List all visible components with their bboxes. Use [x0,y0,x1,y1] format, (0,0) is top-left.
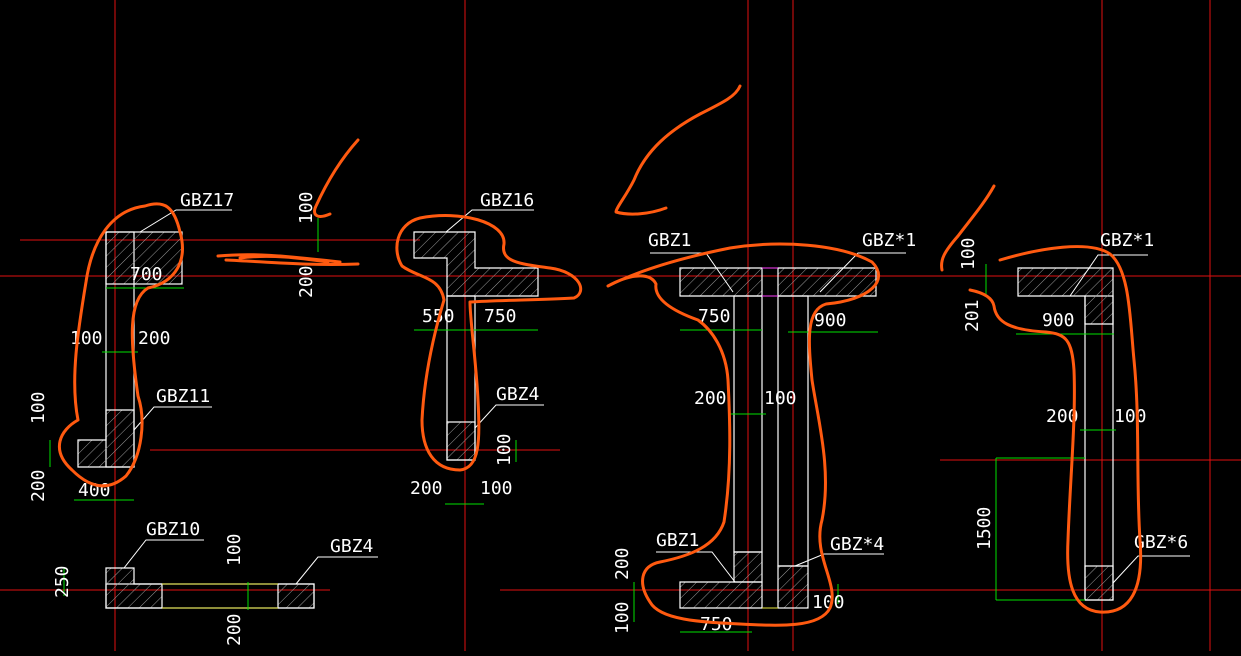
dim-900-a: 900 [814,310,847,331]
dim-100-i: 100 [958,237,979,270]
wall-group-center [633,252,906,633]
label-gbz-star1-right[interactable]: GBZ*1 [1100,230,1154,251]
gbz-star1-right-section[interactable] [1017,267,1114,325]
dim-100-b: 100 [28,391,49,424]
dim-100-a: 100 [70,328,103,349]
orange-markup [58,84,1143,627]
label-gbz17[interactable]: GBZ17 [180,190,234,211]
dim-100-f: 100 [764,388,797,409]
label-gbz10[interactable]: GBZ10 [146,519,200,540]
label-gbz16[interactable]: GBZ16 [480,190,534,211]
gbz1-top-section[interactable] [679,267,763,297]
dim-100-g: 100 [612,601,633,634]
markup-stroke-2 [614,84,742,216]
dim-100-e: 100 [494,433,515,466]
gbz10-section[interactable] [105,567,163,609]
markup-scribble-left [216,253,360,267]
gbz1-bottom-section[interactable] [679,581,763,609]
dim-200-b: 200 [28,469,49,502]
dim-200-d: 200 [410,478,443,499]
label-gbz4-mid[interactable]: GBZ4 [496,384,539,405]
dim-100-j: 100 [1114,406,1147,427]
dim-750-c: 750 [700,614,733,635]
gbz11-section[interactable] [77,409,135,468]
gbz4-mid-section[interactable] [446,421,476,461]
label-gbz1-bottom[interactable]: GBZ1 [656,530,699,551]
label-gbz11[interactable]: GBZ11 [156,386,210,407]
label-gbz1-top[interactable]: GBZ1 [648,230,691,251]
gbz-star4-section[interactable] [777,565,809,609]
dim-200-e: 200 [694,388,727,409]
wall-group-middle [317,209,544,505]
dim-100-d: 100 [480,478,513,499]
label-gbz4-bottom[interactable]: GBZ4 [330,536,373,557]
dim-700: 700 [130,264,163,285]
dim-200-f: 200 [612,547,633,580]
label-gbz-star1-mid[interactable]: GBZ*1 [862,230,916,251]
label-gbz-star6[interactable]: GBZ*6 [1134,532,1188,553]
gbz16-section[interactable] [413,231,539,297]
gbz4-bottom-section[interactable] [277,583,315,609]
gbz-star6-section[interactable] [1084,565,1114,601]
dim-750-a: 750 [484,306,517,327]
wall-group-right [985,254,1190,601]
gbz-star1-mid-section[interactable] [777,267,877,297]
markup-outline-center [606,242,880,627]
dim-200-g: 200 [1046,406,1079,427]
dim-200-a: 200 [138,328,171,349]
dim-201: 201 [962,299,983,332]
markup-stroke-1 [313,138,360,218]
dim-900-b: 900 [1042,310,1075,331]
dimension-texts: 700 100 200 100 200 400 250 100 200 100 … [28,191,1147,646]
markup-outline-right [968,245,1143,614]
markup-stroke-3 [940,184,996,272]
dim-250: 250 [52,565,73,598]
dim-100-h: 100 [812,592,845,613]
dim-1500: 1500 [974,507,995,550]
wall-group-left [49,209,378,610]
markup-outline-left [58,202,184,488]
dim-200-top: 200 [296,265,317,298]
section-labels: GBZ17 GBZ11 GBZ10 GBZ4 GBZ16 GBZ4 GBZ1 G… [146,190,1188,557]
gbz17-section[interactable] [105,231,183,285]
label-gbz-star4[interactable]: GBZ*4 [830,534,884,555]
markup-outline-middle [395,214,583,472]
dim-200-c: 200 [224,613,245,646]
dim-100-top: 100 [296,191,317,224]
dim-100-c: 100 [224,533,245,566]
dim-750-b: 750 [698,306,731,327]
